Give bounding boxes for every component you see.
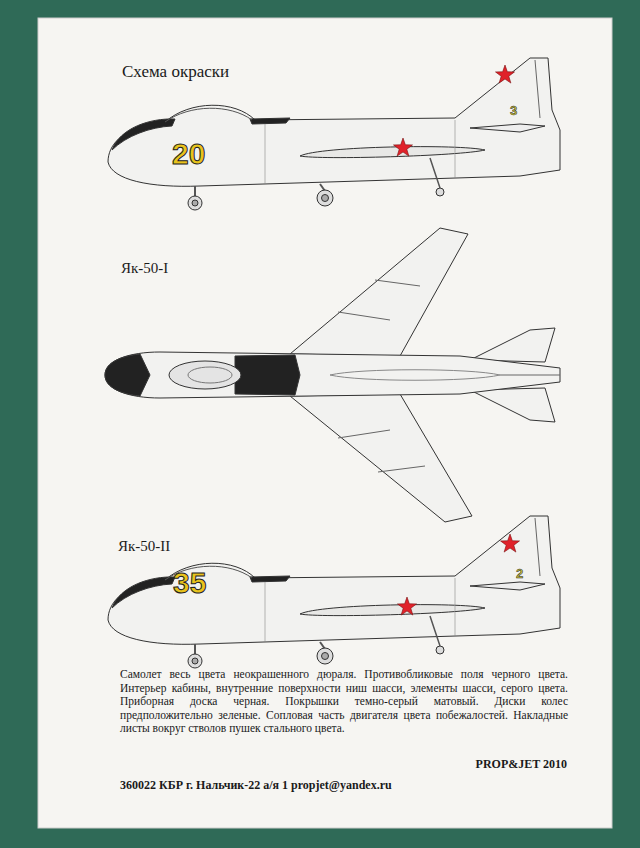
variant-name: Як-50-II (118, 538, 170, 555)
tactical-number: 35 (173, 568, 206, 598)
paint-notes: Самолет весь цвета неокрашенного дюраля.… (120, 668, 568, 736)
unit-number: 2 (516, 567, 523, 580)
publisher-mark: PROP&JET 2010 (476, 757, 567, 772)
publisher-address: 360022 КБР г. Нальчик-22 а/я 1 propjet@y… (120, 778, 392, 793)
sheet-title: Схема окраски (122, 62, 229, 82)
variant-name: Як-50-I (121, 260, 168, 277)
tactical-number: 20 (172, 139, 205, 169)
unit-number: 3 (510, 104, 517, 117)
